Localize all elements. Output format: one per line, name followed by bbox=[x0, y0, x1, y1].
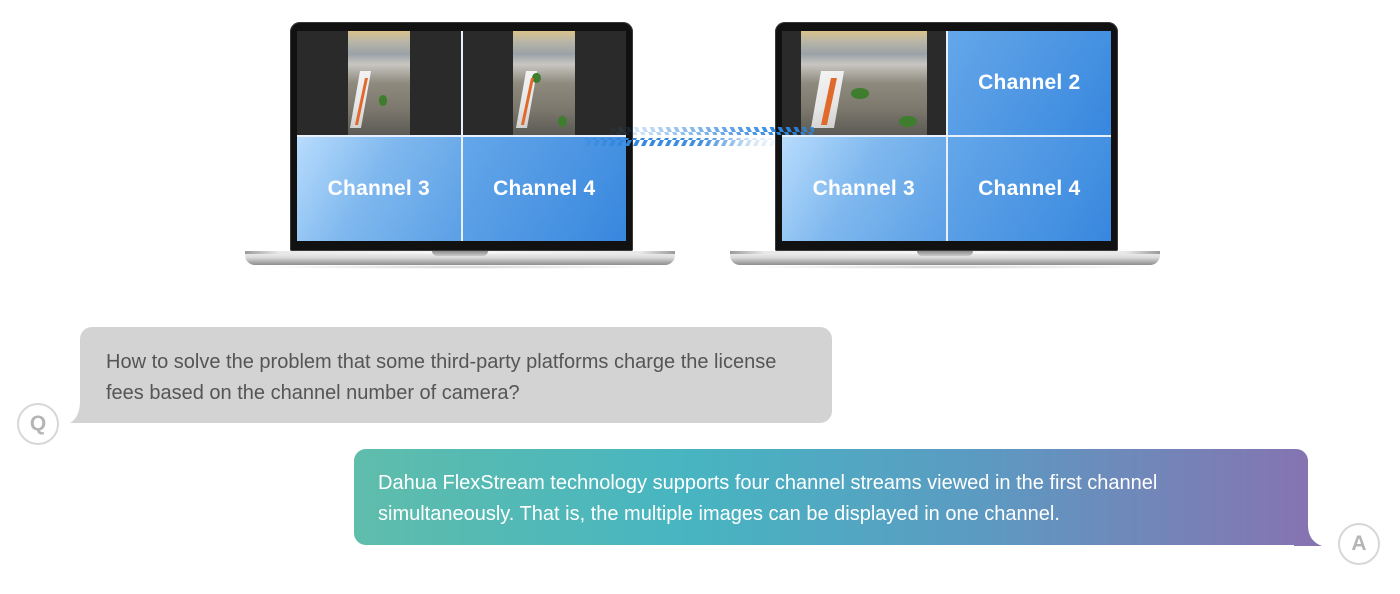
camera-feed-image bbox=[513, 31, 576, 135]
answer-text: Dahua FlexStream technology supports fou… bbox=[378, 472, 1158, 525]
laptop-lid: Channel 3 Channel 4 bbox=[290, 22, 633, 251]
stream-stripes-top bbox=[604, 127, 814, 135]
camera-feed-image bbox=[347, 31, 410, 135]
laptop-shadow bbox=[740, 265, 1150, 269]
channel-label: Channel 4 bbox=[493, 177, 596, 200]
channel-label: Channel 4 bbox=[978, 177, 1081, 200]
channel-cell: Channel 4 bbox=[462, 137, 626, 241]
laptop-left: Channel 3 Channel 4 bbox=[245, 22, 675, 270]
stream-transfer-arrow-icon bbox=[584, 127, 814, 146]
laptop-screen: Channel 3 Channel 4 bbox=[297, 31, 626, 241]
question-avatar-letter: Q bbox=[29, 412, 47, 435]
laptop-notch bbox=[432, 251, 488, 256]
question-avatar: Q bbox=[17, 403, 59, 445]
channel-cell: Channel 3 bbox=[782, 137, 946, 241]
stream-stripes-bottom bbox=[584, 138, 784, 146]
channel-cell: Channel 3 bbox=[297, 137, 461, 241]
camera-feed-image bbox=[800, 31, 927, 135]
question-bubble: How to solve the problem that some third… bbox=[80, 327, 832, 423]
camera-feed-cell bbox=[462, 31, 626, 135]
answer-avatar: A bbox=[1338, 523, 1380, 565]
channel-label: Channel 3 bbox=[327, 177, 430, 200]
channel-cell: Channel 2 bbox=[947, 31, 1111, 135]
channel-label: Channel 2 bbox=[978, 71, 1081, 94]
answer-bubble: Dahua FlexStream technology supports fou… bbox=[354, 449, 1308, 545]
laptop-shadow bbox=[255, 265, 665, 269]
laptop-screen: Channel 2 Channel 3 Channel 4 bbox=[782, 31, 1111, 241]
answer-avatar-letter: A bbox=[1351, 532, 1367, 555]
channel-cell: Channel 4 bbox=[947, 137, 1111, 241]
laptop-lid: Channel 2 Channel 3 Channel 4 bbox=[775, 22, 1118, 251]
camera-feed-cell bbox=[782, 31, 946, 135]
laptop-right: Channel 2 Channel 3 Channel 4 bbox=[730, 22, 1160, 270]
camera-feed-cell bbox=[297, 31, 461, 135]
laptop-notch bbox=[917, 251, 973, 256]
question-text: How to solve the problem that some third… bbox=[106, 351, 777, 404]
channel-label: Channel 3 bbox=[812, 177, 915, 200]
